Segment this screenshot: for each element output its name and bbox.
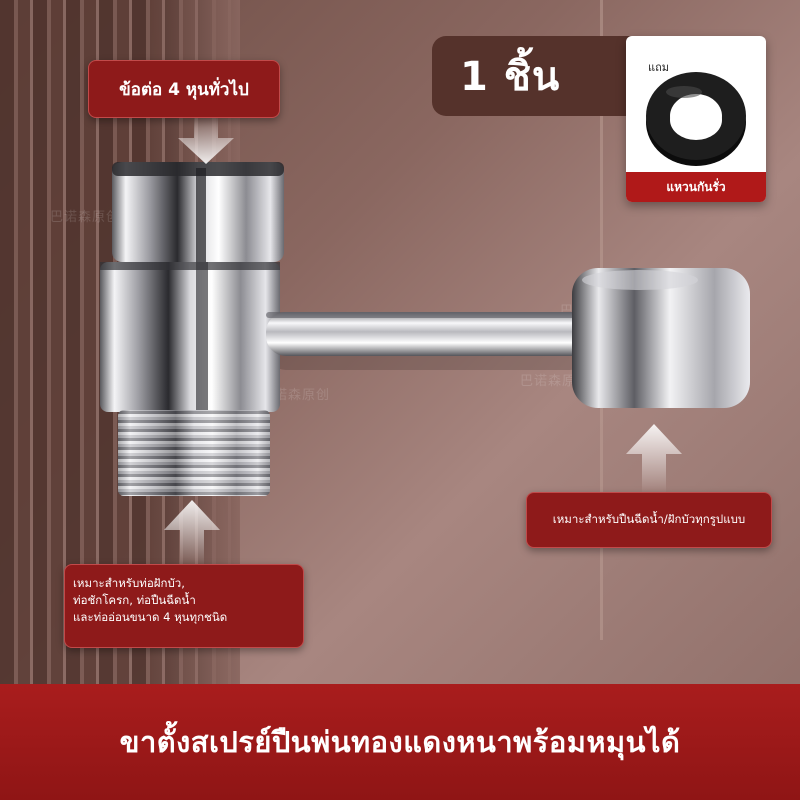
usage-callout-right: เหมาะสำหรับปืนฉีดน้ำ/ฝักบัวทุกรูปแบบ	[526, 492, 772, 548]
arrow-up-icon	[164, 500, 220, 568]
usage-callout-left-line: ท่อชักโครก, ท่อปืนฉีดน้ำ	[73, 593, 196, 607]
usage-callout-left-line: เหมาะสำหรับท่อฝักบัว,	[73, 576, 185, 590]
gift-caption: แหวนกันรั่ว	[626, 172, 766, 202]
quantity-badge-text: 1 ชิ้น	[460, 54, 561, 100]
arrow-down-icon	[178, 114, 234, 164]
connector-callout: ข้อต่อ 4 หุนทั่วไป	[88, 60, 280, 118]
rubber-washer-icon	[646, 72, 746, 166]
arrow-up-icon	[626, 424, 682, 494]
gift-tag: แถม	[648, 61, 670, 74]
quantity-badge: 1 ชิ้น	[432, 36, 654, 116]
usage-callout-left-line: และท่ออ่อนขนาด 4 หุนทุกชนิด	[73, 610, 228, 624]
usage-callout-right-text: เหมาะสำหรับปืนฉีดน้ำ/ฝักบัวทุกรูปแบบ	[552, 512, 746, 526]
product-title-banner: ขาตั้งสเปรย์ปืนพ่นทองแดงหนาพร้อมหมุนได้	[0, 684, 800, 800]
usage-callout-left: เหมาะสำหรับท่อฝักบัว, ท่อชักโครก, ท่อปืน…	[64, 564, 304, 648]
watermark: 巴诺森原创	[50, 210, 121, 225]
gift-washer-card: แถม แหวนกันรั่ว	[626, 36, 766, 202]
watermark: 巴诺森原创	[520, 374, 591, 389]
product-title: ขาตั้งสเปรย์ปืนพ่นทองแดงหนาพร้อมหมุนได้	[119, 725, 681, 759]
connector-callout-text: ข้อต่อ 4 หุนทั่วไป	[119, 79, 249, 100]
